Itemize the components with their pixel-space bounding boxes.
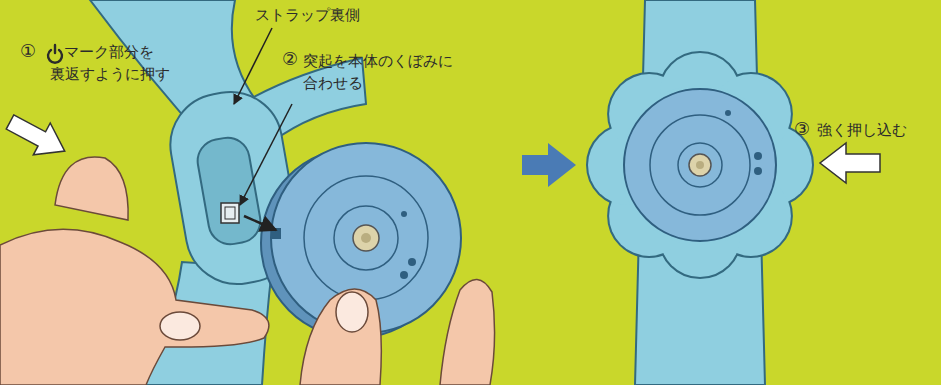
transition-arrow [522,143,576,187]
left-hand [0,229,269,385]
transition-arrow [522,143,576,187]
strap-holder [620,85,780,245]
left-hand-fingers [55,157,128,220]
callout-number: ③ [794,118,810,140]
strap-protrusion [221,203,239,223]
device-body [754,152,762,160]
step-text: 突起を本体のくぼみに 合わせる [303,50,463,94]
device-body [334,206,398,270]
left-hand [160,312,200,340]
strap-holder [588,53,812,277]
callout-number: ① [20,40,36,62]
device-body [271,143,461,333]
device-body [678,143,722,187]
device-body [725,110,731,116]
push-arrow [2,106,74,167]
power-icon [54,45,56,53]
right-hand [440,279,495,385]
device-body [361,233,371,243]
right-hand [300,289,381,385]
strap-holder [588,53,812,277]
device-body [696,161,704,169]
part-label: ストラップ裏側 [255,4,360,26]
device-body [304,176,428,300]
leader-line [244,216,276,230]
push-arrow [2,106,74,167]
strap-holder [588,53,812,277]
device-body [353,225,379,251]
right-hand [336,292,368,332]
step-text: 強く押し込む [817,119,907,141]
device-body [624,89,776,241]
right-hand [300,279,495,385]
leader-line [240,104,292,205]
device-body [408,258,416,266]
step-text: マーク部分を 裏返すように押す [50,41,185,85]
device-body [261,143,461,338]
device-body [689,154,711,176]
device-body [650,115,750,215]
push-arrow [820,143,880,183]
strap [194,134,264,247]
device-body [754,167,762,175]
push-arrow [820,143,880,183]
left-hand-fingers [55,157,128,220]
strap-protrusion [221,203,239,223]
callout-number: ② [282,48,298,70]
device-body [624,89,776,241]
strap-protrusion [225,207,235,219]
left-hand [0,229,269,385]
device-body [401,211,407,217]
leader-line [234,28,272,104]
device-body [400,271,408,279]
power-icon [48,45,62,63]
